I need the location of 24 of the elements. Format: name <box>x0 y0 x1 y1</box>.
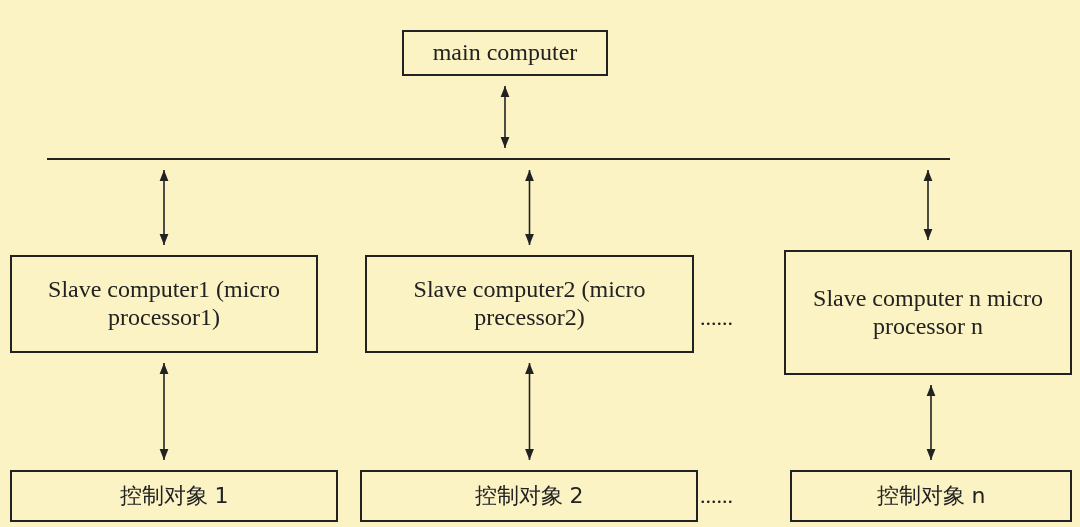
bus-line <box>47 158 950 160</box>
computer-box <box>365 255 694 353</box>
double-arrow <box>159 169 169 246</box>
node-text: 控制对象 n <box>876 483 986 509</box>
node-text: main computer <box>432 39 578 67</box>
double-arrow <box>500 85 510 149</box>
control-object-box <box>10 470 338 522</box>
node-text: 控制对象 1 <box>119 483 229 509</box>
double-arrow <box>923 169 933 241</box>
node-text: Slave computer n micro processor n <box>812 284 1044 341</box>
double-arrow <box>926 384 936 461</box>
computer-box <box>402 30 608 76</box>
double-arrow <box>525 169 534 246</box>
node-text: Slave computer2 (micro precessor2) <box>412 276 647 332</box>
control-object-box <box>790 470 1072 522</box>
ellipsis-text: ...... <box>700 305 733 331</box>
computer-box <box>10 255 318 353</box>
ellipsis-text: ...... <box>700 483 733 509</box>
control-object-box <box>360 470 698 522</box>
double-arrow <box>159 362 169 461</box>
node-text: 控制对象 2 <box>474 483 584 509</box>
computer-box <box>784 250 1072 375</box>
node-text: Slave computer1 (micro processor1) <box>47 276 281 332</box>
double-arrow <box>525 362 534 461</box>
